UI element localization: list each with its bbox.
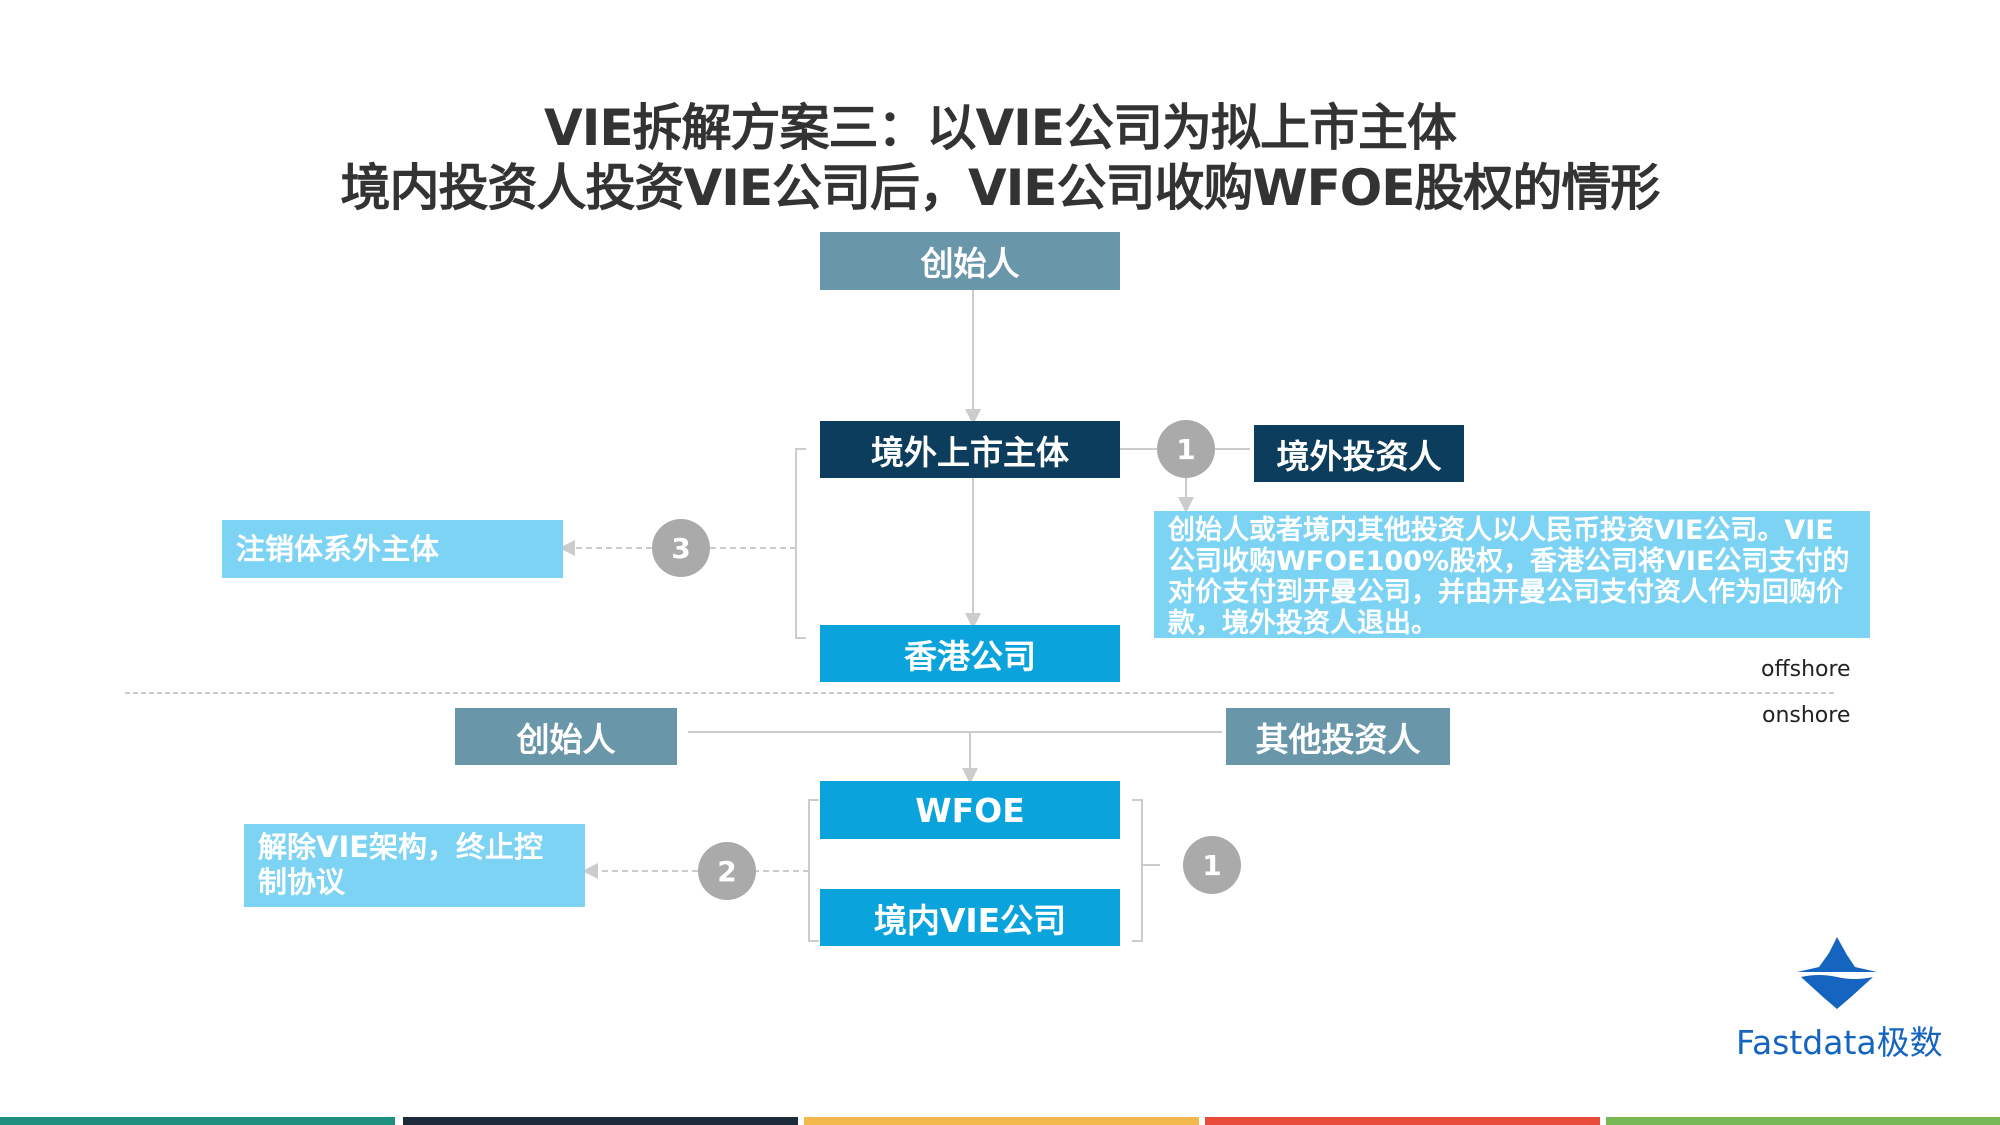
footer-bar-yellow bbox=[804, 1117, 1199, 1125]
hk-company-box: 香港公司 bbox=[820, 625, 1120, 682]
wfoe-box: WFOE bbox=[820, 781, 1120, 839]
footer-bar-navy bbox=[403, 1117, 798, 1125]
other-investors-box: 其他投资人 bbox=[1226, 708, 1450, 765]
iceberg-logo-icon bbox=[1797, 937, 1877, 1009]
footer-bar-green bbox=[1606, 1117, 2000, 1125]
step-2-badge: 2 bbox=[698, 842, 756, 900]
onshore-label: onshore bbox=[1762, 703, 1851, 728]
foreign-investor-box: 境外投资人 bbox=[1254, 425, 1464, 482]
title-line-2: 境内投资人投资VIE公司后，VIE公司收购WFOE股权的情形 bbox=[340, 159, 1661, 217]
offshore-listing-entity-box: 境外上市主体 bbox=[820, 421, 1120, 478]
step-3-note: 注销体系外主体 bbox=[222, 520, 563, 578]
step-2-note: 解除VIE架构，终止控制协议 bbox=[244, 824, 585, 907]
founder-offshore-box: 创始人 bbox=[820, 232, 1120, 290]
step-1-badge: 1 bbox=[1157, 420, 1215, 478]
title-line-1: VIE拆解方案三：以VIE公司为拟上市主体 bbox=[544, 99, 1457, 157]
step-1-onshore-badge: 1 bbox=[1183, 836, 1241, 894]
footer-bar-red bbox=[1205, 1117, 1600, 1125]
footer-bar-teal bbox=[0, 1117, 395, 1125]
domestic-vie-company-box: 境内VIE公司 bbox=[820, 889, 1120, 946]
step-1-note: 创始人或者境内其他投资人以人民币投资VIE公司。VIE 公司收购WFOE100%… bbox=[1154, 511, 1870, 639]
logo-text: Fastdata极数 bbox=[1736, 1023, 1943, 1062]
step-3-badge: 3 bbox=[652, 519, 710, 577]
offshore-label: offshore bbox=[1761, 657, 1851, 682]
founder-onshore-box: 创始人 bbox=[455, 708, 677, 765]
